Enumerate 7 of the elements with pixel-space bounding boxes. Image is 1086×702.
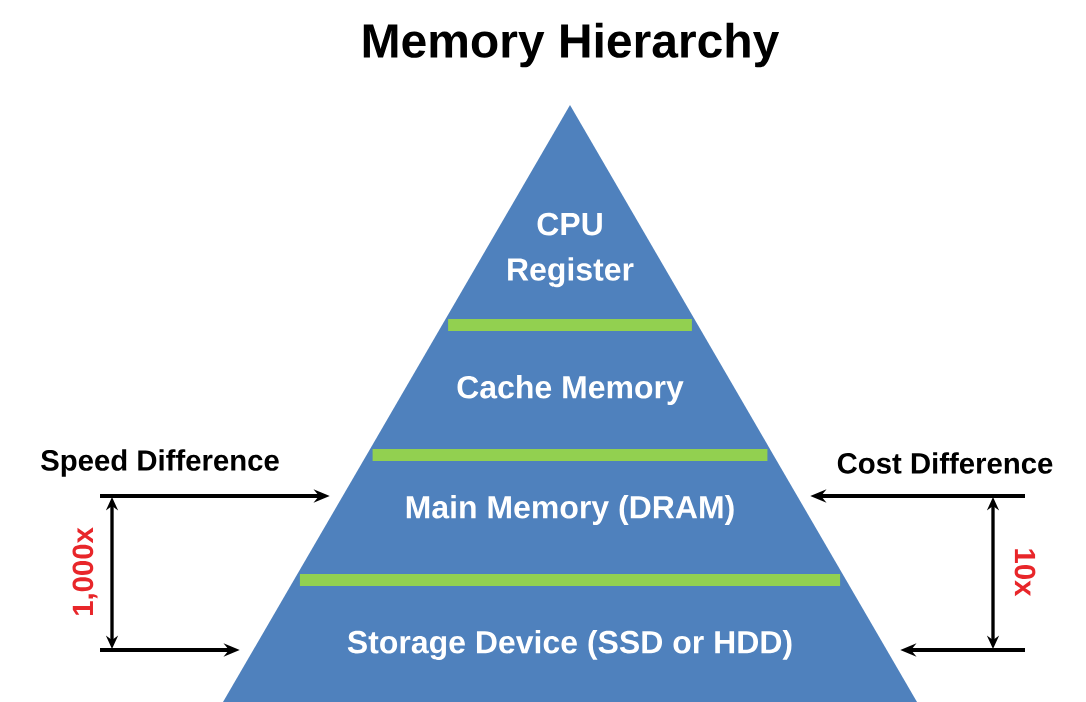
ratio-label: 10x xyxy=(1014,549,1036,597)
title: Memory Hierarchy xyxy=(363,22,780,68)
pyramid-tier: Storage Device (SSD or HDD) xyxy=(223,580,917,702)
side-label: Speed Difference xyxy=(41,449,279,477)
pyramid-tier: CPU Register xyxy=(442,105,698,325)
ratio-label: 1,000x xyxy=(72,527,98,615)
pyramid-tier: Cache Memory xyxy=(366,325,774,455)
